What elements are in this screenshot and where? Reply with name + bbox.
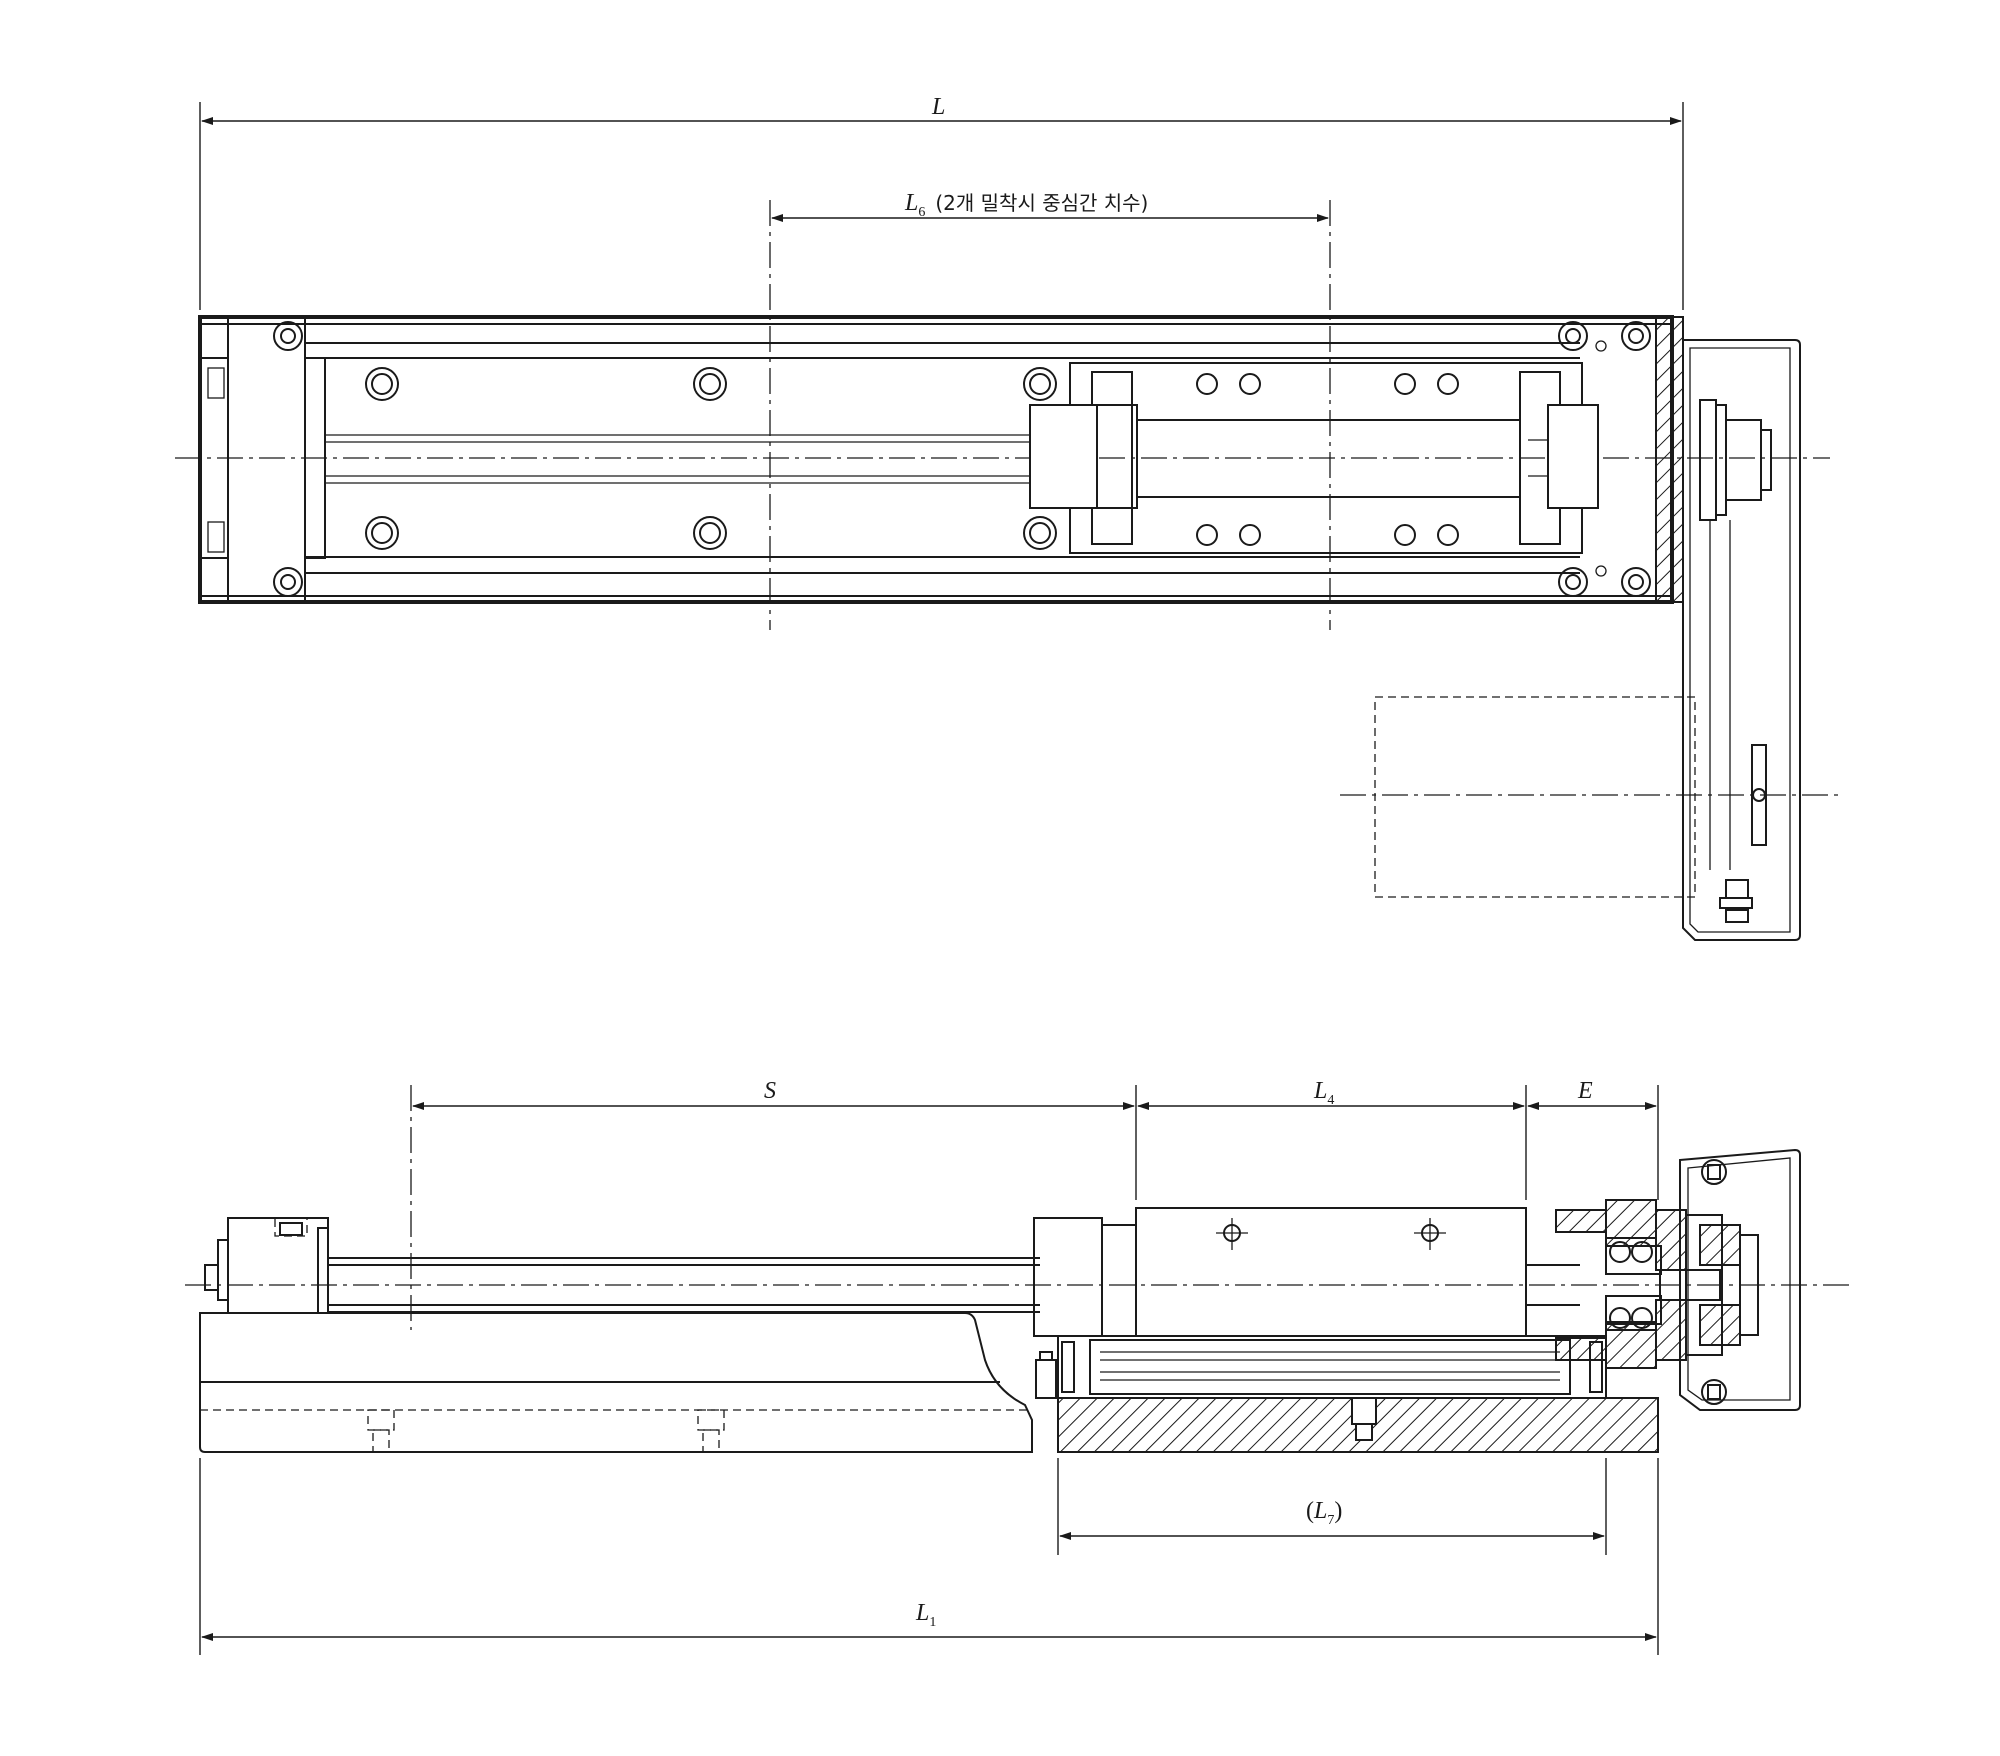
dim-E-main: E xyxy=(1577,1078,1593,1104)
dim-L6-sub: 6 xyxy=(918,205,925,220)
bearing-housing xyxy=(1555,1199,1687,1369)
dim-L7-label: (L7) xyxy=(1306,1498,1342,1528)
side-carriage xyxy=(1135,1207,1527,1337)
base-profile xyxy=(199,1312,1033,1453)
dim-L6-note: (2개 밀착시 중심간 치수) xyxy=(935,191,1148,215)
dim-L7-close: ) xyxy=(1334,1498,1342,1524)
dim-L4-main: L xyxy=(1313,1078,1327,1104)
dim-L4-sub: 4 xyxy=(1327,1093,1334,1108)
dimension-lines xyxy=(199,102,1684,1655)
dimension-labels: L L6(2개 밀착시 중심간 치수) S L4 E (L7) L1 xyxy=(764,94,1593,1630)
dim-L1-sub: 1 xyxy=(929,1615,936,1630)
mounting-holes xyxy=(365,367,1057,550)
corner-screws xyxy=(273,321,1651,597)
side-carriage-holes xyxy=(1216,1218,1446,1250)
side-view xyxy=(185,1148,1850,1453)
dim-L1-label: L1 xyxy=(915,1600,936,1630)
belt-cover xyxy=(1682,339,1801,941)
motor-end-plate xyxy=(1655,316,1684,603)
top-view xyxy=(175,315,1840,941)
dim-E-label: E xyxy=(1577,1078,1593,1104)
base-counterbores xyxy=(367,1409,725,1453)
top-view-body xyxy=(198,315,1674,604)
dim-L4-label: L4 xyxy=(1313,1078,1334,1108)
dim-L7-open: ( xyxy=(1306,1498,1314,1524)
dim-L7-main: L xyxy=(1313,1498,1327,1524)
side-left-block xyxy=(227,1217,329,1314)
dim-S-label: S xyxy=(764,1078,776,1104)
dim-L-label: L xyxy=(931,94,945,120)
motor-phantom xyxy=(1374,696,1696,898)
dim-S-main: S xyxy=(764,1078,776,1104)
side-pulley-cover xyxy=(1659,1148,1801,1411)
dim-L-main: L xyxy=(931,94,945,120)
dim-L6-main: L xyxy=(904,190,918,216)
dim-L1-main: L xyxy=(915,1600,929,1626)
left-end-cap xyxy=(227,316,306,603)
carriage xyxy=(1029,362,1599,554)
dim-L6-label: L6 (2개 밀착시 중심간 치수) xyxy=(904,190,1148,220)
dim-L7-sub: 7 xyxy=(1327,1513,1334,1528)
